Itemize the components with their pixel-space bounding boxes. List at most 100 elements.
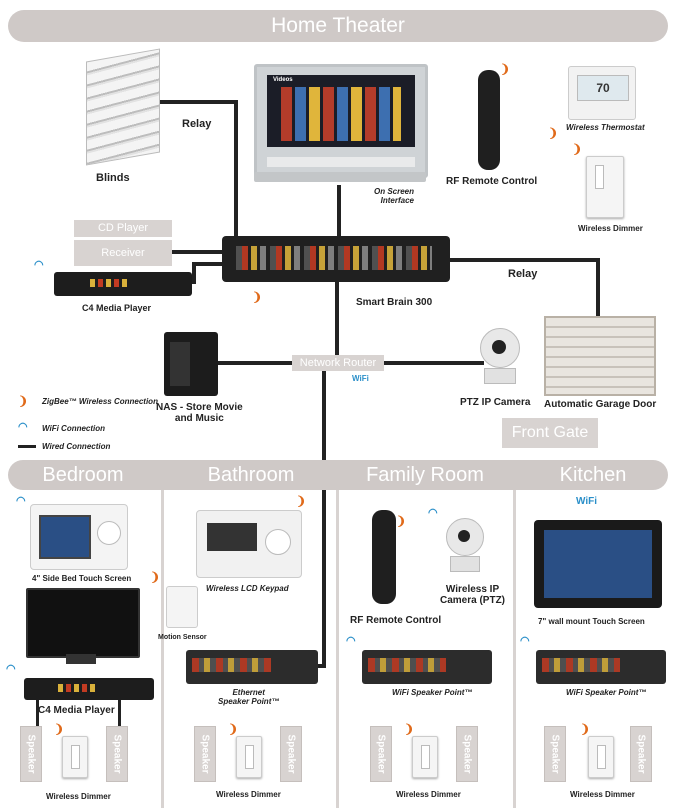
- c4-media-player-top-label: C4 Media Player: [82, 303, 152, 313]
- garage-door-image: [544, 316, 656, 396]
- wire-blinds-v: [234, 100, 238, 240]
- bath-speaker-left-label: Speaker: [199, 734, 211, 774]
- nas-label: NAS - Store Movie and Music: [156, 402, 243, 424]
- bedroom-touch-knob: [97, 521, 121, 545]
- bedroom-touch-label: 4" Side Bed Touch Screen: [32, 574, 132, 583]
- smart-brain-300: [222, 236, 450, 282]
- legend-wifi-icon: ◠: [18, 421, 28, 433]
- rf-remote-top-label: RF Remote Control: [446, 176, 538, 187]
- motion-sensor: [166, 586, 198, 628]
- legend-wired-line: [18, 445, 36, 448]
- wifi-icon-family-cam: ◠: [428, 507, 438, 519]
- room-title-bathroom: Bathroom: [207, 464, 295, 486]
- bath-keypad-label: Wireless LCD Keypad: [206, 584, 289, 593]
- bath-keypad-knob: [265, 529, 291, 555]
- tv-poster-grid: [281, 87, 401, 141]
- motion-sensor-label: Motion Sensor: [158, 634, 207, 641]
- bedroom-c4-ports: [58, 684, 98, 692]
- wifi-icon-kitchen-sp: ◠: [520, 635, 530, 647]
- network-router-box: Network Router: [292, 355, 384, 371]
- bedroom-speaker-left: Speaker: [20, 726, 42, 782]
- family-rf-remote: [372, 510, 396, 604]
- garage-door-label: Automatic Garage Door: [544, 399, 657, 410]
- bed-wire-left: [36, 700, 39, 726]
- thermostat-image: 70: [568, 66, 636, 120]
- room-title-bedroom: Bedroom: [42, 464, 124, 486]
- family-speaker-left-label: Speaker: [375, 734, 387, 774]
- c4-top-ports: [90, 279, 130, 287]
- divider-3: [513, 490, 516, 808]
- kitchen-wireless-dimmer: [588, 736, 614, 778]
- kitchen-speaker-left-label: Speaker: [549, 734, 561, 774]
- wire-bath-down: [322, 490, 326, 668]
- family-dimmer-label: Wireless Dimmer: [396, 790, 461, 799]
- on-screen-text: On Screen Interface: [374, 187, 415, 205]
- family-speaker-right: Speaker: [456, 726, 478, 782]
- room-bar: Bedroom Bathroom Family Room Kitchen: [8, 460, 668, 490]
- bedroom-wireless-dimmer: [62, 736, 88, 778]
- tv-screen-title: Videos: [273, 77, 293, 83]
- cd-player-box: CD Player: [74, 220, 172, 237]
- ptz-camera-lens: [492, 340, 506, 354]
- bedroom-tv-stand: [66, 654, 96, 664]
- wifi-icon-router: WiFi: [352, 374, 369, 383]
- zigbee-icon-family-dimmer: ❩: [404, 722, 415, 736]
- divider-1: [161, 490, 164, 808]
- bedroom-c4-label: C4 Media Player: [38, 705, 115, 716]
- wire-c4-player: [192, 262, 224, 266]
- kitchen-speaker-point-label: WiFi Speaker Point™: [566, 688, 647, 697]
- wire-garage-v: [596, 258, 600, 316]
- bath-speaker-point-label: Ethernet Speaker Point™: [218, 688, 279, 706]
- thermostat-label: Wireless Thermostat: [566, 123, 645, 132]
- tv-stand: [254, 172, 426, 182]
- rf-remote-top: [478, 70, 500, 170]
- wire-garage-h: [448, 258, 598, 262]
- smart-brain-label: Smart Brain 300: [356, 297, 433, 308]
- family-remote-label: RF Remote Control: [350, 615, 442, 626]
- family-speaker-point-label: WiFi Speaker Point™: [392, 688, 473, 697]
- bedroom-speaker-left-label: Speaker: [25, 734, 37, 774]
- bath-speaker-point-text: Ethernet Speaker Point™: [218, 688, 280, 706]
- kitchen-touch-screen: [534, 520, 662, 608]
- on-screen-label: On Screen Interface: [374, 187, 414, 205]
- kitchen-wifi-speaker-point: [536, 650, 666, 684]
- nas-device: [164, 332, 218, 396]
- receiver-box: Receiver: [74, 240, 172, 266]
- zigbee-icon-remote: ❩: [500, 62, 511, 76]
- zigbee-icon-dimmer-top: ❩: [572, 142, 583, 156]
- bedroom-dimmer-label: Wireless Dimmer: [46, 792, 111, 801]
- c4-media-player-top: [54, 272, 192, 296]
- legend-zigbee-label: ZigBee™ Wireless Connection: [42, 397, 158, 406]
- nas-front: [170, 342, 190, 386]
- bath-lcd-keypad: [196, 510, 302, 578]
- ptz-camera-base: [484, 368, 516, 384]
- family-camera-text: Wireless IP Camera (PTZ): [440, 584, 506, 606]
- family-wifi-speaker-point: [362, 650, 492, 684]
- zigbee-icon-bath-keypad: ❩: [296, 494, 307, 508]
- room-title-family-room: Family Room: [366, 464, 484, 486]
- family-speaker-right-label: Speaker: [461, 734, 473, 774]
- relay-label-right: Relay: [508, 268, 538, 280]
- bath-ethernet-speaker-point: [186, 650, 318, 684]
- wifi-icon-family-sp: ◠: [346, 635, 356, 647]
- family-camera-label: Wireless IP Camera (PTZ): [440, 584, 505, 606]
- bath-speaker-left: Speaker: [194, 726, 216, 782]
- zigbee-icon-kitchen-dimmer: ❩: [580, 722, 591, 736]
- wire-router-cam: [384, 361, 484, 365]
- bedroom-touch-screen: [30, 504, 128, 570]
- zigbee-icon-motion: ❩: [150, 570, 161, 584]
- wire-tv-v: [337, 185, 341, 240]
- wire-router-down: [322, 370, 326, 462]
- zigbee-icon-thermostat: ❩: [548, 126, 559, 140]
- divider-2: [336, 490, 339, 808]
- blinds-label: Blinds: [96, 172, 130, 184]
- bath-speaker-right: Speaker: [280, 726, 302, 782]
- bath-dimmer-label: Wireless Dimmer: [216, 790, 281, 799]
- wifi-icon-c4-top: ◠: [34, 259, 44, 271]
- relay-label-left: Relay: [182, 118, 212, 130]
- bedroom-touch-display: [39, 515, 91, 559]
- wireless-dimmer-top-label: Wireless Dimmer: [578, 224, 643, 233]
- smart-brain-ports: [236, 246, 432, 270]
- wifi-icon-bed-c4: ◠: [6, 663, 16, 675]
- legend-zigbee-icon: ❩: [18, 394, 29, 408]
